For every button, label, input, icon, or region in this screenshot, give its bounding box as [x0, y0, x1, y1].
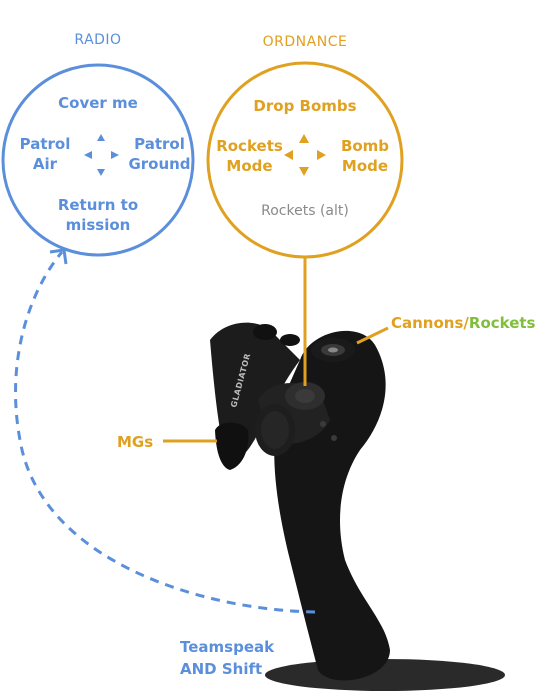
radio-down-label-2: mission	[65, 216, 131, 234]
mgs-callout: MGs	[117, 433, 154, 451]
radio-hat-circle	[1, 63, 195, 257]
ordnance-down-label: Rockets (alt)	[261, 203, 349, 219]
radio-right-label-2: Ground	[128, 155, 191, 173]
ordnance-right-label-2: Mode	[341, 157, 389, 175]
cannons-leader-line	[356, 326, 389, 345]
ordnance-left-label-1: Rockets	[216, 137, 283, 155]
cannons-text: Cannons/	[391, 314, 469, 332]
arrow-head-icon	[49, 248, 68, 265]
ordnance-dpad-icon	[284, 134, 326, 176]
ordnance-title: ORDNANCE	[262, 34, 348, 50]
ordnance-up-label: Drop Bombs	[253, 97, 357, 115]
cannons-rockets-callout: Cannons/Rockets	[391, 313, 535, 333]
radio-left-label-1: Patrol	[19, 135, 71, 153]
radio-right-label-1: Patrol	[134, 135, 185, 153]
ordnance-left-label-2: Mode	[226, 157, 273, 175]
teamspeak-dashed-arrow	[14, 251, 316, 614]
joystick-image: GLADIATOR	[210, 322, 505, 691]
radio-dpad-icon	[84, 134, 119, 176]
radio-title: RADIO	[74, 32, 122, 48]
radio-left-label-2: Air	[32, 155, 58, 173]
rockets-text: Rockets	[468, 314, 536, 332]
ordnance-right-label-1: Bomb	[340, 137, 390, 155]
radio-down-label-1: Return to	[57, 196, 139, 214]
radio-up-label: Cover me	[58, 94, 138, 112]
teamspeak-callout-1: Teamspeak	[180, 638, 275, 656]
teamspeak-callout-2: AND Shift	[180, 660, 263, 678]
